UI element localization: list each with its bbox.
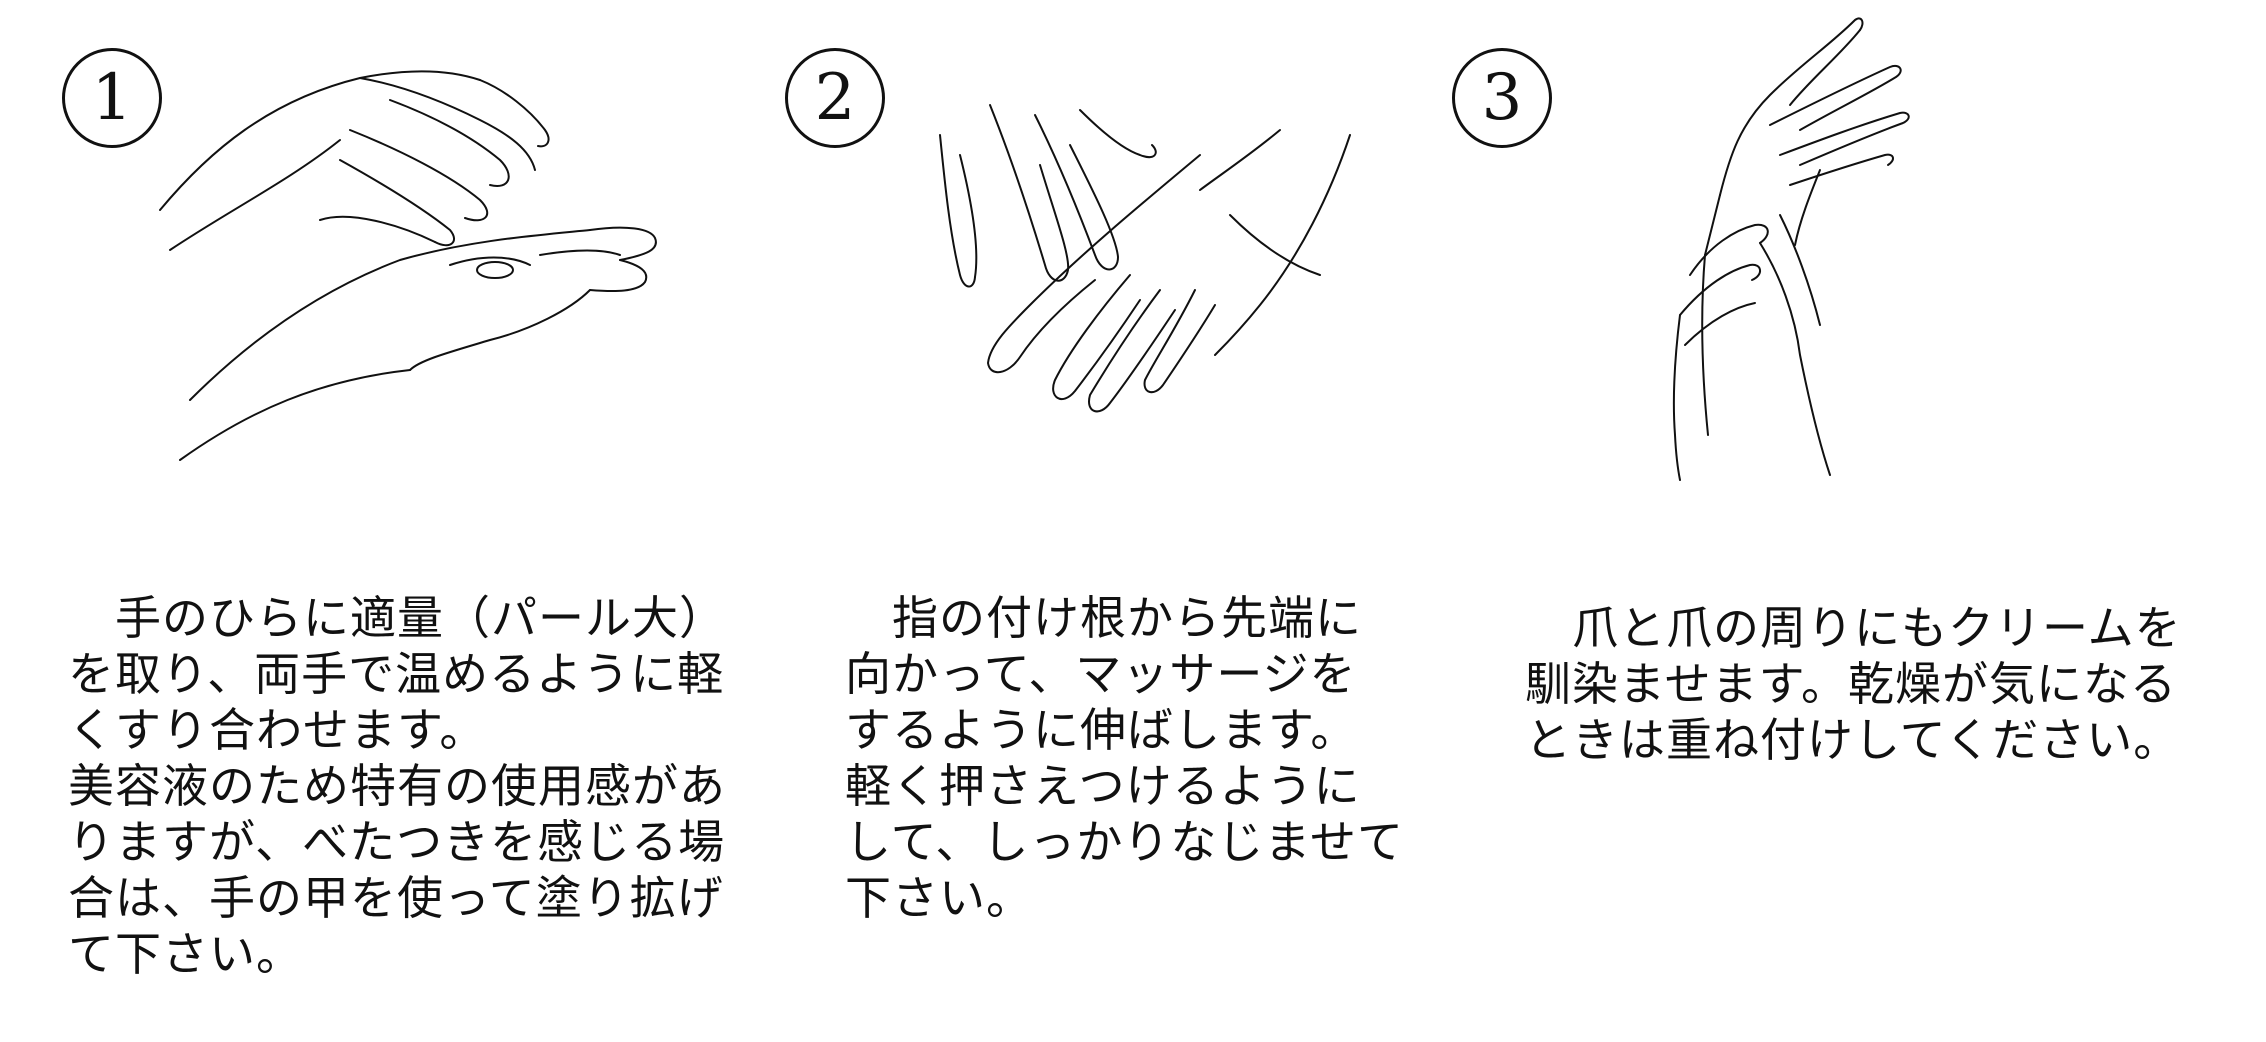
step-2-number: 2	[785, 48, 885, 148]
step-2-text: 指の付け根から先端に 向かって、マッサージを するように伸ばします。 軽く押さえ…	[845, 591, 1404, 925]
step-1-instructions: 手のひらに適量（パール大） を取り、両手で温めるように軽 くすり合わせます。 美…	[68, 590, 788, 982]
step-1-number: 1	[62, 48, 162, 148]
hand-massage-fingers-icon	[939, 104, 1351, 413]
step-3-instructions: 爪と爪の周りにもクリームを 馴染ませます。乾燥が気になる ときは重ね付けしてくだ…	[1525, 600, 2255, 768]
step-2-instructions: 指の付け根から先端に 向かって、マッサージを するように伸ばします。 軽く押さえ…	[845, 590, 1465, 926]
step-1-text: 手のひらに適量（パール大） を取り、両手で温めるように軽 くすり合わせます。	[68, 591, 726, 757]
cupped-hands-icon	[159, 70, 657, 461]
step-3-text: 爪と爪の周りにもクリームを 馴染ませます。乾燥が気になる ときは重ね付けしてくだ…	[1525, 601, 2182, 767]
hand-clasping-wrist-icon	[1672, 17, 1910, 481]
step-3-number: 3	[1452, 48, 1552, 148]
step-1-note: 美容液のため特有の使用感があ りますが、べたつきを感じる場 合は、手の甲を使って…	[68, 759, 726, 981]
